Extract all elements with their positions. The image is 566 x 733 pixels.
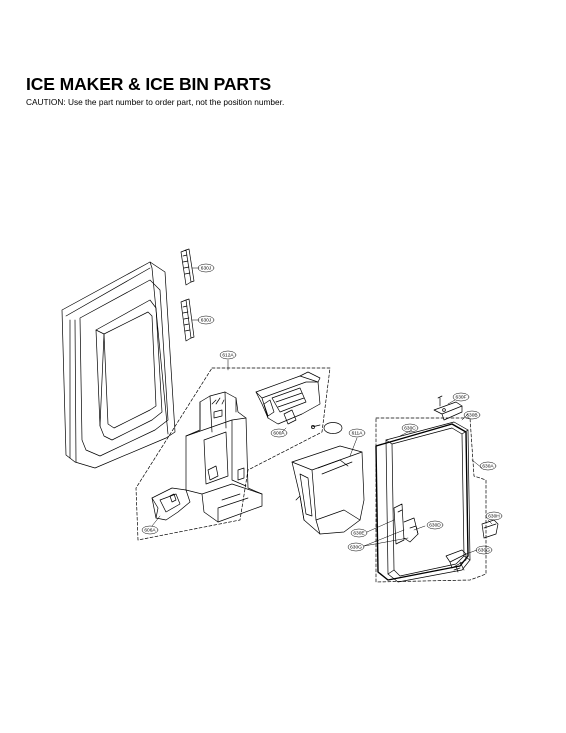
callout-630B: 630B: [463, 410, 481, 420]
guide-rail-upper: [180, 248, 195, 286]
screw-part: [311, 424, 321, 429]
callout-630D: 630D: [426, 520, 444, 530]
callout-606A: 606A: [141, 525, 159, 535]
svg-text:630G: 630G: [350, 545, 362, 551]
svg-text:630D: 630D: [429, 523, 441, 529]
svg-text:630A: 630A: [482, 464, 494, 470]
callout-630J-bottom: 630J: [197, 315, 215, 325]
callout-630H: 630H: [485, 511, 503, 521]
callout-630J-top: 630J: [197, 263, 215, 273]
svg-text:630H: 630H: [488, 514, 500, 520]
svg-text:611A: 611A: [352, 431, 364, 437]
ice-maker-housing: [185, 391, 263, 523]
ice-maker-unit: [255, 371, 321, 425]
svg-text:630E: 630E: [353, 531, 364, 537]
callout-630E: 630E: [350, 528, 368, 538]
callout-630F: 630F: [452, 392, 470, 402]
leader-lines: [151, 267, 493, 555]
bracket-part: [151, 487, 191, 521]
callout-611A: 611A: [348, 428, 366, 438]
svg-text:630J: 630J: [201, 266, 212, 272]
callout-630C: 630C: [401, 423, 419, 433]
door-gasket: [375, 423, 469, 581]
callout-630G-right: 630G: [475, 545, 493, 555]
callout-630G-left: 630G: [347, 542, 365, 552]
svg-text:630G: 630G: [478, 548, 490, 554]
assembly-boundary-612A: [135, 367, 331, 541]
svg-text:600A: 600A: [273, 431, 285, 437]
svg-text:612A: 612A: [222, 353, 234, 359]
svg-text:630J: 630J: [201, 318, 212, 324]
door-latch: [393, 503, 419, 545]
svg-text:630F: 630F: [456, 395, 467, 401]
page-title: ICE MAKER & ICE BIN PARTS: [26, 74, 272, 94]
svg-text:630B: 630B: [466, 413, 477, 419]
callout-600A: 600A: [270, 428, 288, 438]
door-liner-frame: [61, 261, 176, 469]
upper-hinge: [433, 395, 463, 421]
svg-text:630C: 630C: [404, 426, 416, 432]
callout-612A: 612A: [219, 350, 237, 360]
ice-bin: [291, 445, 365, 535]
svg-text:606A: 606A: [144, 528, 156, 534]
callout-630A: 630A: [479, 461, 497, 471]
caution-note: CAUTION: Use the part number to order pa…: [26, 97, 285, 107]
assembly-boundary-630A: [375, 417, 487, 583]
guide-rail-lower: [180, 298, 195, 342]
hinge-part: [481, 519, 499, 539]
washer-part: [323, 422, 343, 434]
